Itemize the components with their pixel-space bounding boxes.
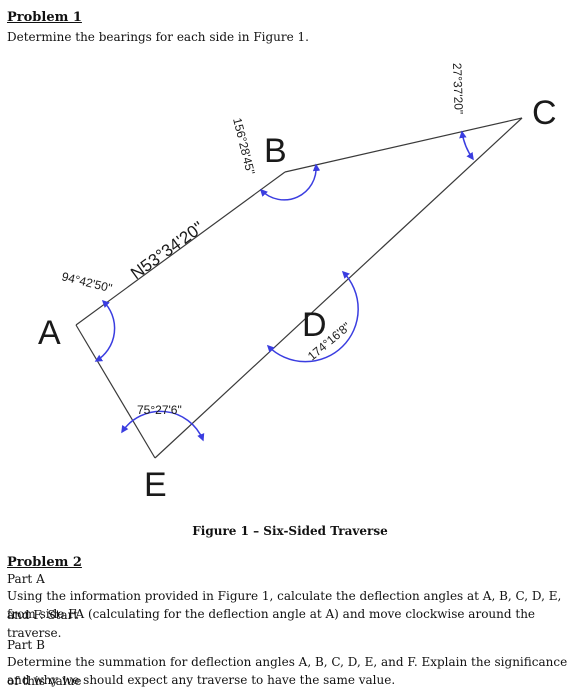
side-bc [284, 117, 523, 173]
problem1-instruction: Determine the bearings for each side in … [7, 30, 309, 44]
point-label-a: A [38, 314, 61, 352]
angle-arc-e [121, 410, 205, 442]
part-a-text-line2: from side FA (calculating for the deflec… [7, 607, 536, 640]
side-ea [75, 324, 156, 459]
problem1-heading: Problem 1 [7, 10, 82, 25]
angle-arc-a [94, 299, 116, 362]
angle-arc-d [266, 270, 359, 363]
part-a-text-line1: Using the information provided in Figure… [7, 589, 562, 622]
angle-arc-c [459, 130, 474, 161]
figure-caption: Figure 1 – Six-Sided Traverse [192, 524, 388, 538]
part-b-text-line1: Determine the summation for deflection a… [7, 655, 568, 688]
point-label-b: B [264, 132, 287, 170]
side-cd [154, 117, 523, 459]
problem2-heading: Problem 2 [7, 555, 82, 570]
angle-label-b: 156°28'45" [230, 116, 258, 176]
angle-arc-b [259, 163, 321, 201]
angle-label-e: 75°27'6" [137, 403, 182, 417]
part-b-label: Part B [7, 638, 45, 652]
traverse-figure: A B C D E 94°42'50" 156°28'45" 27°37'20"… [38, 63, 557, 504]
part-a-label: Part A [7, 572, 45, 586]
point-label-c: C [532, 94, 557, 132]
side-ab [75, 171, 286, 326]
part-b-text-line2: and why we should expect any traverse to… [7, 673, 396, 687]
angle-label-c: 27°37'20" [450, 63, 466, 115]
angle-label-a: 94°42'50" [60, 269, 113, 295]
point-label-d: D [302, 306, 327, 344]
point-label-e: E [144, 466, 167, 504]
bearing-label-ab: N53°34'20" [127, 218, 207, 283]
